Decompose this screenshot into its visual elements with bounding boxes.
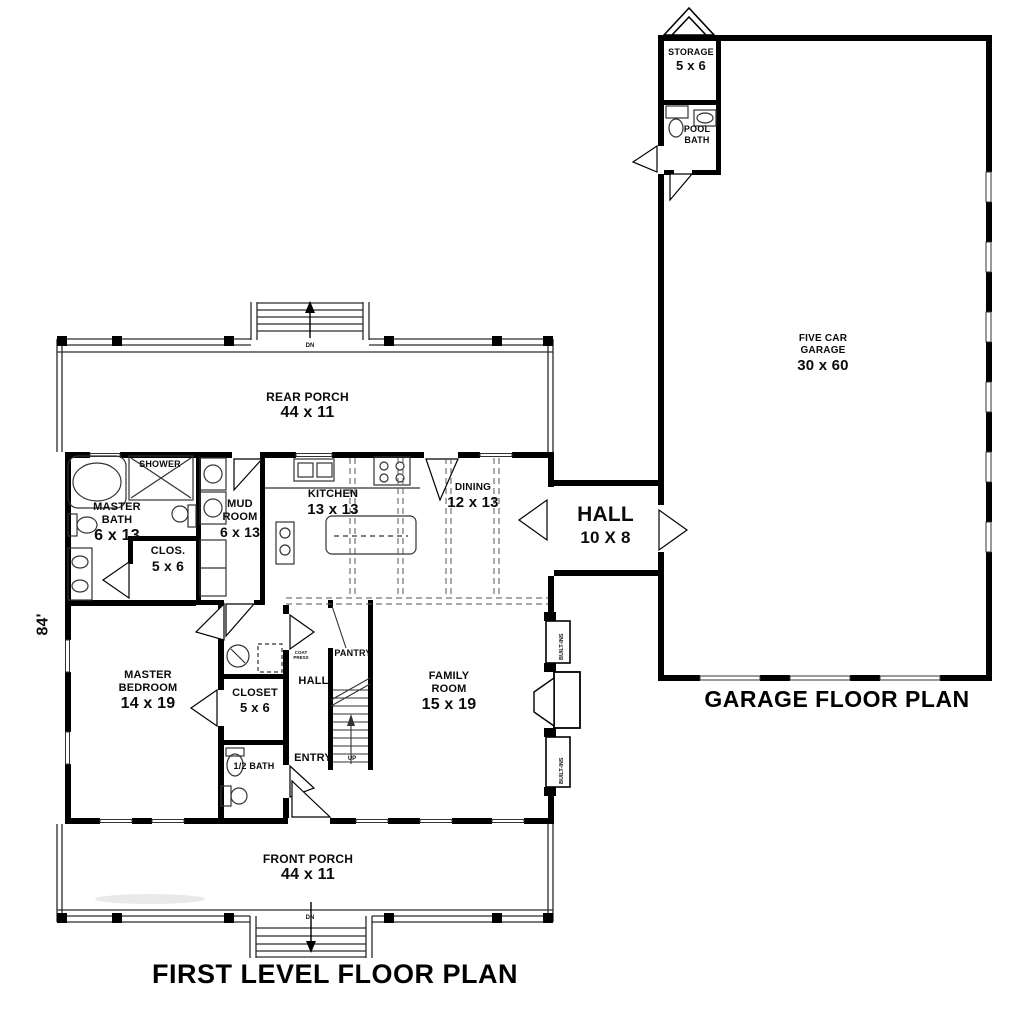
built-ins-label-bottom: BUILT-INS	[559, 757, 565, 784]
door-swings	[101, 144, 694, 818]
garage-openings	[699, 171, 992, 681]
room-name: CLOSET	[232, 687, 278, 699]
overall-depth-dimension: 84'	[34, 613, 52, 636]
room-label-pantry: PANTRY	[329, 648, 377, 659]
room-label-five-car-garage: FIVE CAR GARAGE 30 x 60	[784, 333, 862, 374]
room-label-storage: STORAGE 5 x 6	[661, 47, 721, 73]
garage-walls	[658, 35, 992, 681]
room-name: KITCHEN	[307, 488, 359, 500]
room-label-mud-room: MUD ROOM 6 x 13	[214, 498, 266, 540]
half-bath-fixtures	[220, 747, 248, 807]
front-porch-posts	[57, 913, 553, 923]
room-size: 13 x 13	[307, 500, 359, 518]
house-windows	[65, 453, 525, 823]
room-name: DINING	[454, 482, 492, 493]
rear-steps-arrow	[305, 301, 315, 338]
room-label-entry: ENTRY	[287, 752, 339, 765]
open-plan-dashed-lines	[286, 458, 548, 605]
front-steps-dn-label: DN	[305, 915, 315, 921]
room-name: CLOS.	[150, 545, 186, 557]
fireplace-built-ins	[533, 612, 581, 796]
room-name: POOL BATH	[683, 124, 711, 145]
room-label-hall-connector: HALL 10 X 8	[558, 503, 653, 548]
room-name: FRONT PORCH	[262, 852, 354, 866]
coat-press-label: COAT PRESS	[293, 650, 309, 660]
room-label-dining: DINING 12 x 13	[442, 482, 504, 511]
rear-steps-dn-label: DN	[305, 343, 315, 349]
room-name: FAMILY ROOM	[428, 670, 470, 695]
room-size: 15 x 19	[421, 695, 477, 713]
master-bath-fixtures	[67, 455, 197, 601]
room-size: 12 x 13	[447, 493, 499, 511]
room-size: 44 x 11	[281, 866, 335, 884]
room-size: 5 x 6	[240, 699, 270, 715]
room-label-rear-porch: REAR PORCH 44 x 11	[255, 390, 360, 423]
room-size: 6 x 13	[94, 526, 140, 544]
pool-bath-fixtures	[665, 105, 717, 138]
house-exterior-walls	[65, 452, 554, 824]
hall-connector-walls	[554, 480, 658, 576]
room-name: ENTRY	[294, 752, 332, 764]
front-steps-arrow	[306, 902, 316, 953]
room-label-hall: HALL	[291, 675, 336, 688]
room-name: MASTER BEDROOM	[118, 669, 178, 694]
rear-porch-posts	[57, 336, 553, 346]
room-name: MASTER BATH	[93, 501, 141, 526]
room-size: 5 x 6	[151, 557, 185, 574]
room-label-closet: CLOSET 5 x 6	[225, 687, 285, 715]
room-size: 10 X 8	[580, 527, 631, 547]
room-label-half-bath: 1/2 BATH	[233, 761, 275, 772]
room-name: FIVE CAR GARAGE	[798, 333, 848, 356]
room-name: HALL	[298, 675, 329, 687]
room-label-pool-bath: POOL BATH	[676, 124, 718, 145]
built-ins-label-top: BUILT-INS	[559, 633, 565, 660]
room-name: MUD ROOM	[222, 498, 258, 523]
utility-closet-fixtures	[226, 643, 283, 673]
room-label-clos: CLOS. 5 x 6	[138, 545, 198, 574]
first-level-title: FIRST LEVEL FLOOR PLAN	[151, 959, 518, 989]
room-label-family-room: FAMILY ROOM 15 x 19	[417, 670, 481, 715]
room-label-master-bath: MASTER BATH 6 x 13	[84, 501, 150, 546]
room-label-shower: SHOWER	[128, 459, 192, 470]
mud-room-fixtures	[199, 457, 227, 597]
room-name: SHOWER	[139, 459, 181, 469]
kitchen-fixtures	[265, 456, 420, 565]
room-size: 14 x 19	[120, 694, 176, 712]
rear-porch-structure	[56, 302, 554, 452]
room-size: 5 x 6	[676, 57, 706, 73]
room-name: 1/2 BATH	[233, 761, 275, 771]
garage-title: GARAGE FLOOR PLAN	[704, 686, 970, 712]
room-name: REAR PORCH	[266, 390, 349, 404]
room-size: 44 x 11	[280, 404, 335, 422]
room-size: 6 x 13	[219, 523, 261, 540]
room-label-front-porch: FRONT PORCH 44 x 11	[258, 852, 358, 885]
room-label-master-bedroom: MASTER BEDROOM 14 x 19	[104, 669, 192, 714]
room-name: PANTRY	[334, 648, 372, 658]
front-porch-structure	[56, 824, 554, 958]
room-label-kitchen: KITCHEN 13 x 13	[302, 488, 364, 519]
room-name: HALL	[577, 503, 634, 526]
stairs-up-label: UP	[347, 756, 357, 762]
room-name: STORAGE	[668, 47, 714, 57]
print-smudge	[95, 894, 205, 904]
stairs	[330, 605, 371, 764]
room-size: 30 x 60	[797, 356, 849, 374]
garage-gable-peak	[662, 6, 716, 36]
